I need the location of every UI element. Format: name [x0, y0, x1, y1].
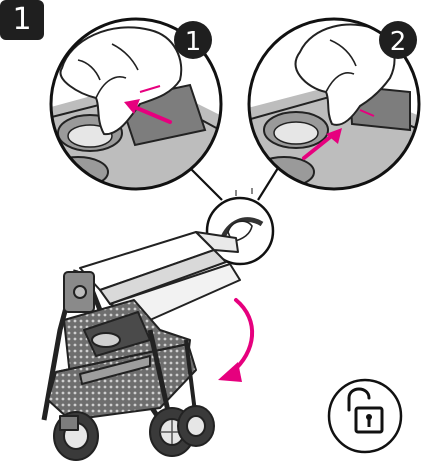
stroller-illustration	[44, 232, 240, 460]
unlock-padlock-icon	[329, 380, 401, 452]
wheel-rear-left	[54, 412, 98, 460]
fold-direction-arrow-icon	[218, 300, 252, 382]
detail-circle-left: 1	[40, 19, 230, 200]
detail-circle-right: 2	[240, 19, 422, 200]
detail-number-left: 1	[185, 27, 202, 57]
detail-number-right: 2	[390, 27, 407, 57]
wheel-front-right	[178, 406, 214, 446]
callout-lines	[190, 168, 278, 200]
